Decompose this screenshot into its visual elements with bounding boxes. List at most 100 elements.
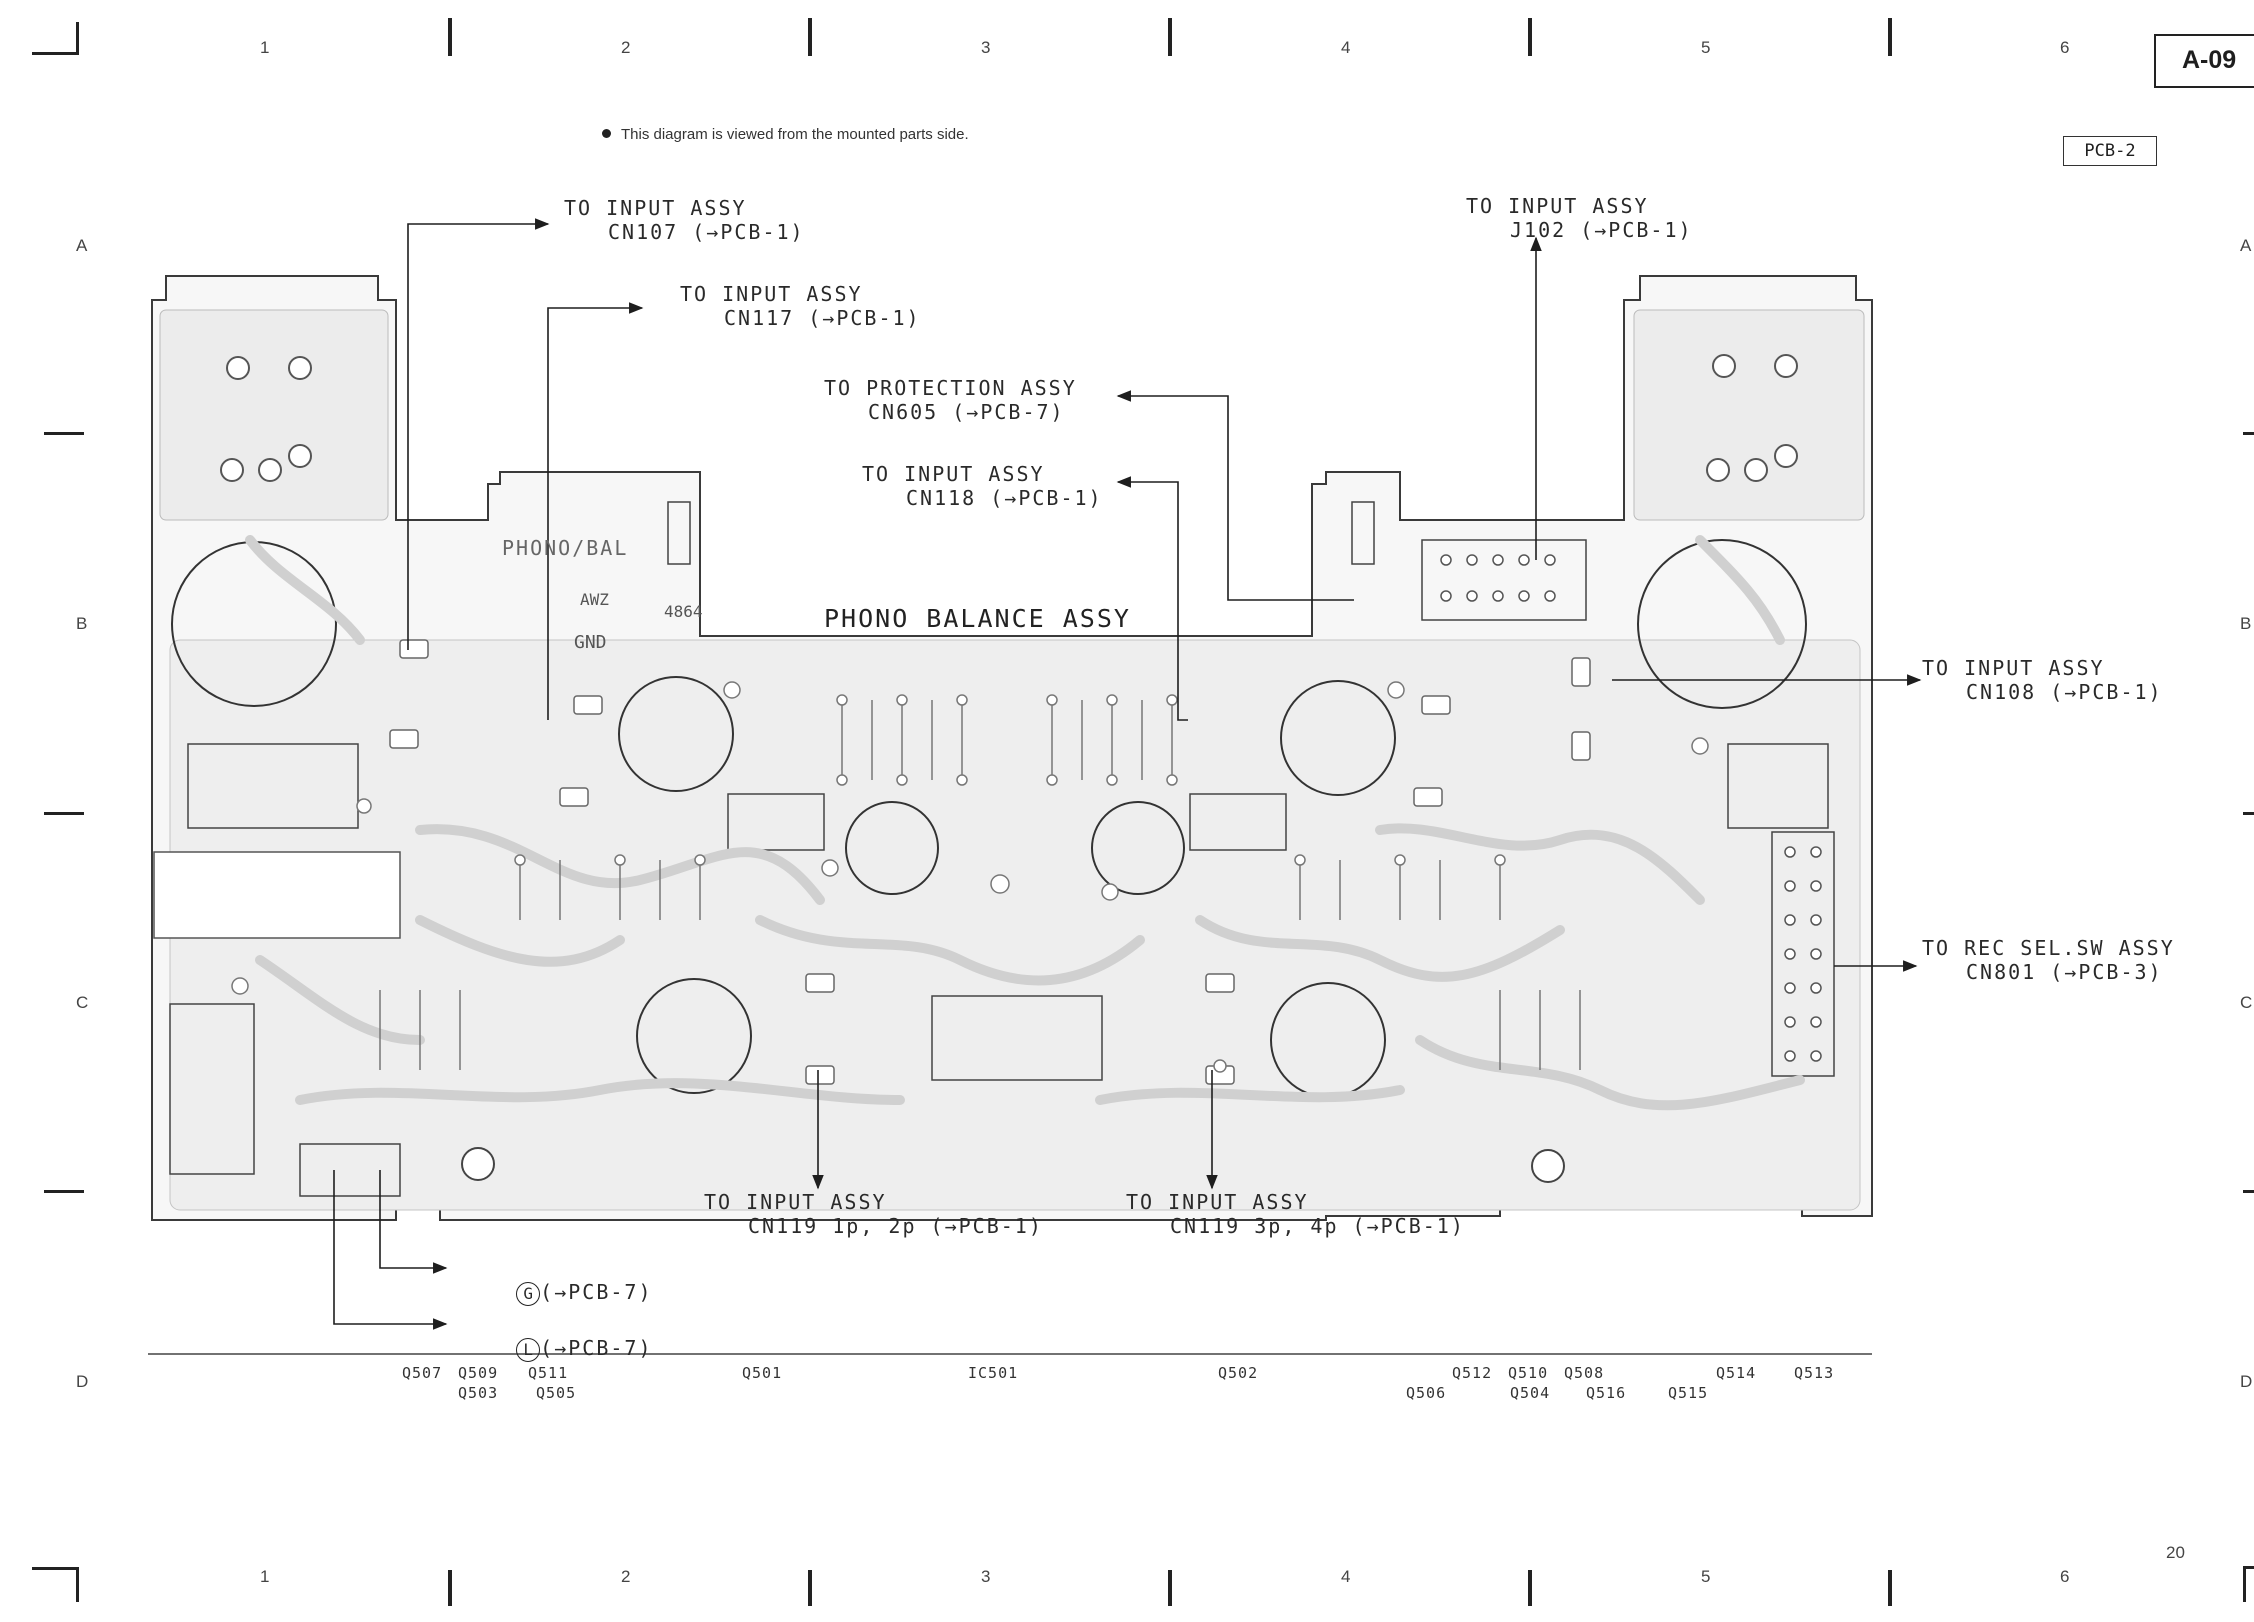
idx-q515: Q515 bbox=[1668, 1384, 1709, 1402]
idx-q511: Q511 bbox=[528, 1364, 569, 1382]
grid-row-d-right: D bbox=[2240, 1372, 2253, 1391]
conn-cn118-line1: TO INPUT ASSY bbox=[862, 462, 1045, 486]
copper-area-left bbox=[159, 309, 389, 521]
cap-c503 bbox=[845, 801, 939, 895]
conn-j102: TO INPUT ASSY J102 (→PCB-1) bbox=[1466, 194, 1691, 242]
ground-ref-g: G(→PCB-7) bbox=[460, 1256, 653, 1306]
conn-cn801-line2: CN801 (→PCB-3) bbox=[1966, 960, 2163, 984]
idx-q513: Q513 bbox=[1794, 1364, 1835, 1382]
grid-col-4: 4 bbox=[1341, 38, 1351, 57]
conn-j102-line1: TO INPUT ASSY bbox=[1466, 194, 1649, 218]
pcb-traces bbox=[245, 535, 1805, 1111]
conn-cn108-line1: TO INPUT ASSY bbox=[1922, 656, 2105, 680]
page-number: 20 bbox=[2166, 1543, 2185, 1562]
conn-cn605-line1: TO PROTECTION ASSY bbox=[824, 376, 1077, 400]
idx-q512: Q512 bbox=[1452, 1364, 1493, 1382]
cap-c521 bbox=[636, 978, 752, 1094]
idx-q506: Q506 bbox=[1406, 1384, 1447, 1402]
conn-cn605: TO PROTECTION ASSY CN605 (→PCB-7) bbox=[824, 376, 1077, 424]
view-note: This diagram is viewed from the mounted … bbox=[602, 126, 969, 143]
ground-ref-g-text: (→PCB-7) bbox=[540, 1280, 653, 1304]
copper-area-right bbox=[1633, 309, 1865, 521]
conn-cn801: TO REC SEL.SW ASSY CN801 (→PCB-3) bbox=[1922, 936, 2175, 984]
cap-c502 bbox=[1280, 680, 1396, 796]
grid-col-2-bottom: 2 bbox=[621, 1567, 631, 1586]
sheet-id: A-09 bbox=[2154, 34, 2254, 88]
empty-box bbox=[153, 851, 401, 939]
conn-cn117-line2: CN117 (→PCB-1) bbox=[724, 306, 921, 330]
idx-q501: Q501 bbox=[742, 1364, 783, 1382]
grid-row-d: D bbox=[76, 1372, 89, 1391]
conn-cn119-1p2p: TO INPUT ASSY CN119 1p, 2p (→PCB-1) bbox=[704, 1190, 1041, 1238]
conn-cn107-line1: TO INPUT ASSY bbox=[564, 196, 747, 220]
conn-cn117: TO INPUT ASSY CN117 (→PCB-1) bbox=[680, 282, 919, 330]
ground-l-icon: L bbox=[516, 1338, 541, 1362]
header-j102 bbox=[1351, 501, 1375, 565]
pads bbox=[231, 681, 1709, 1073]
din-pins-left bbox=[220, 356, 312, 482]
grid-row-c-right: C bbox=[2240, 993, 2253, 1012]
conn-cn119-1p2p-line1: TO INPUT ASSY bbox=[704, 1190, 887, 1214]
silk-label: PHONO/BAL bbox=[502, 536, 629, 560]
grid-col-6-bottom: 6 bbox=[2060, 1567, 2070, 1586]
header-j101 bbox=[667, 501, 691, 565]
view-note-text: This diagram is viewed from the mounted … bbox=[621, 126, 969, 143]
leader-lines bbox=[333, 218, 1922, 1330]
pcb-reference: PCB-2 bbox=[2063, 136, 2157, 166]
conn-cn108: TO INPUT ASSY CN108 (→PCB-1) bbox=[1922, 656, 2161, 704]
ground-g-icon: G bbox=[516, 1282, 541, 1306]
relay-left-1 bbox=[187, 743, 359, 829]
idx-q508: Q508 bbox=[1564, 1364, 1605, 1382]
grid-col-3: 3 bbox=[981, 38, 991, 57]
idx-q514: Q514 bbox=[1716, 1364, 1757, 1382]
grid-col-6: 6 bbox=[2060, 38, 2070, 57]
idx-q510: Q510 bbox=[1508, 1364, 1549, 1382]
jack-right bbox=[1637, 539, 1807, 709]
cn505 bbox=[299, 1143, 401, 1197]
relay-right bbox=[1727, 743, 1829, 829]
conn-cn119-1p2p-line2: CN119 1p, 2p (→PCB-1) bbox=[748, 1214, 1043, 1238]
header-ic502 bbox=[1189, 793, 1287, 851]
idx-q516: Q516 bbox=[1586, 1384, 1627, 1402]
conn-cn118: TO INPUT ASSY CN118 (→PCB-1) bbox=[862, 462, 1101, 510]
ground-ref-l: L(→PCB-7) bbox=[460, 1312, 653, 1362]
conn-cn108-line2: CN108 (→PCB-1) bbox=[1966, 680, 2163, 704]
silk-gnd: GND bbox=[574, 632, 607, 653]
silk-awz: AWZ bbox=[580, 590, 609, 609]
grid-col-2: 2 bbox=[621, 38, 631, 57]
conn-cn107-line2: CN107 (→PCB-1) bbox=[608, 220, 805, 244]
conn-cn605-line2: CN605 (→PCB-7) bbox=[868, 400, 1065, 424]
conn-cn107: TO INPUT ASSY CN107 (→PCB-1) bbox=[564, 196, 803, 244]
grid-row-b-right: B bbox=[2240, 614, 2252, 633]
grid-row-a-right: A bbox=[2240, 236, 2252, 255]
grid-col-4-bottom: 4 bbox=[1341, 1567, 1351, 1586]
relay-left-2 bbox=[169, 1003, 255, 1175]
bullet-icon bbox=[602, 129, 611, 138]
conn-cn119-3p4p-line1: TO INPUT ASSY bbox=[1126, 1190, 1309, 1214]
idx-q505: Q505 bbox=[536, 1384, 577, 1402]
din-pins-right bbox=[1706, 354, 1798, 482]
conn-cn119-3p4p: TO INPUT ASSY CN119 3p, 4p (→PCB-1) bbox=[1126, 1190, 1463, 1238]
conn-j102-line2: J102 (→PCB-1) bbox=[1510, 218, 1693, 242]
idx-q507: Q507 bbox=[402, 1364, 443, 1382]
idx-q502: Q502 bbox=[1218, 1364, 1259, 1382]
header-ic501 bbox=[727, 793, 825, 851]
header-cn512 bbox=[1421, 539, 1587, 621]
grid-col-5: 5 bbox=[1701, 38, 1711, 57]
board-title: PHONO BALANCE ASSY bbox=[824, 604, 1131, 633]
grid-row-b: B bbox=[76, 614, 88, 633]
idx-q509: Q509 bbox=[458, 1364, 499, 1382]
grid-col-3-bottom: 3 bbox=[981, 1567, 991, 1586]
idx-q503: Q503 bbox=[458, 1384, 499, 1402]
grid-row-a: A bbox=[76, 236, 88, 255]
grid-row-c: C bbox=[76, 993, 89, 1012]
grid-col-1: 1 bbox=[260, 38, 270, 57]
relay-a bbox=[931, 995, 1103, 1081]
mount-hole-left bbox=[461, 1147, 495, 1181]
grid-col-5-bottom: 5 bbox=[1701, 1567, 1711, 1586]
cap-c501 bbox=[618, 676, 734, 792]
cap-c511 bbox=[1091, 801, 1185, 895]
conn-cn118-line2: CN118 (→PCB-1) bbox=[906, 486, 1103, 510]
